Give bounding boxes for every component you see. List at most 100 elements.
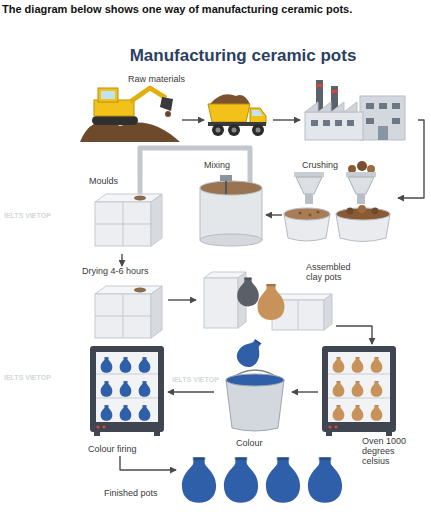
opened-mould <box>258 284 285 320</box>
crusher <box>284 208 330 220</box>
colour-oven <box>94 432 100 436</box>
process-stage: Oven 1000 degrees celsius <box>318 344 410 470</box>
crusher <box>294 172 324 177</box>
flow-arrow <box>292 391 318 392</box>
oven <box>333 405 345 421</box>
process-stage: Raw materials <box>78 72 418 146</box>
mould-block <box>95 294 151 338</box>
oven <box>322 346 396 436</box>
mixer <box>200 181 262 195</box>
colour-oven <box>139 357 151 373</box>
colour-oven <box>90 346 164 432</box>
process-stage: Colour <box>214 338 292 450</box>
dump-truck <box>250 108 266 124</box>
mould-block <box>95 176 162 246</box>
factory <box>305 80 405 140</box>
diagram-title: Manufacturing ceramic pots <box>28 46 431 66</box>
mixer <box>200 158 262 246</box>
paint-bucket <box>233 335 267 371</box>
oven <box>371 405 383 421</box>
process-stage: Finished pots <box>176 452 346 508</box>
oven <box>371 381 383 397</box>
colour-oven <box>101 405 113 421</box>
watermark: IELTS VIETOP <box>4 212 51 219</box>
process-arrow <box>273 119 300 120</box>
colour-oven <box>96 374 158 375</box>
factory <box>347 120 354 126</box>
oven <box>371 357 383 373</box>
oven <box>322 346 396 432</box>
opened-mould <box>237 278 259 307</box>
process-stage: Colour firing <box>86 344 168 456</box>
paint-bucket <box>226 374 284 386</box>
oven <box>386 432 392 436</box>
dump-truck <box>216 128 221 133</box>
step-label: Crushing <box>302 160 338 170</box>
mixer <box>200 234 262 246</box>
oven <box>329 426 332 429</box>
finished-pots <box>266 457 300 503</box>
dump-truck <box>210 94 250 104</box>
crusher <box>372 208 379 215</box>
colour-oven <box>139 405 151 421</box>
crusher <box>358 205 366 213</box>
factory <box>378 126 388 140</box>
factory <box>331 90 338 93</box>
mould-block <box>151 194 162 246</box>
colour-oven <box>101 357 113 373</box>
colour-oven <box>120 357 132 373</box>
oven <box>328 398 390 399</box>
step-label: Assembled clay pots <box>306 262 368 282</box>
mould-block <box>134 288 146 293</box>
mixer <box>220 175 232 181</box>
oven <box>326 432 332 436</box>
factory <box>379 103 387 109</box>
factory <box>305 112 363 140</box>
colour-oven <box>90 346 164 436</box>
step-label: Finished pots <box>104 488 158 498</box>
flow-arrow <box>168 391 214 392</box>
step-label: Oven 1000 degrees celsius <box>362 436 410 466</box>
crusher <box>367 165 375 173</box>
step-label: Colour <box>236 438 263 448</box>
opened-mould <box>298 300 299 330</box>
watermark: IELTS VIETOP <box>4 374 51 381</box>
crusher <box>357 161 367 171</box>
factory <box>392 118 400 124</box>
crusher <box>348 177 374 194</box>
process-stage: Crushing <box>282 158 398 246</box>
step-label: Colour firing <box>88 444 137 454</box>
colour-oven <box>120 405 132 421</box>
crusher <box>305 194 313 204</box>
mixer <box>225 181 227 194</box>
factory <box>392 103 400 109</box>
factory <box>360 96 405 140</box>
dump-truck <box>252 124 264 136</box>
colour-oven <box>101 381 113 397</box>
oven <box>352 357 364 373</box>
watermark: IELTS VIETOP <box>172 376 219 383</box>
step-label: Moulds <box>89 176 118 186</box>
dump-truck <box>208 104 250 122</box>
oven <box>335 426 338 429</box>
colour-oven <box>97 426 100 429</box>
crusher <box>284 161 390 242</box>
oven <box>328 352 390 422</box>
paint-bucket <box>226 380 284 431</box>
opened-mould <box>324 294 332 330</box>
factory <box>366 118 374 124</box>
colour-oven <box>120 381 132 397</box>
excavator <box>80 88 180 142</box>
mixer <box>200 188 262 240</box>
process-stage: Drying 4-6 hours <box>82 266 168 340</box>
excavator <box>98 88 118 102</box>
mould-block <box>123 202 124 246</box>
factory <box>366 103 374 109</box>
oven <box>352 381 364 397</box>
factory <box>335 120 342 126</box>
colour-oven <box>103 426 106 429</box>
dump-truck <box>256 128 261 133</box>
oven <box>333 357 345 373</box>
colour-oven <box>96 352 158 422</box>
flow-arrow <box>120 456 176 470</box>
